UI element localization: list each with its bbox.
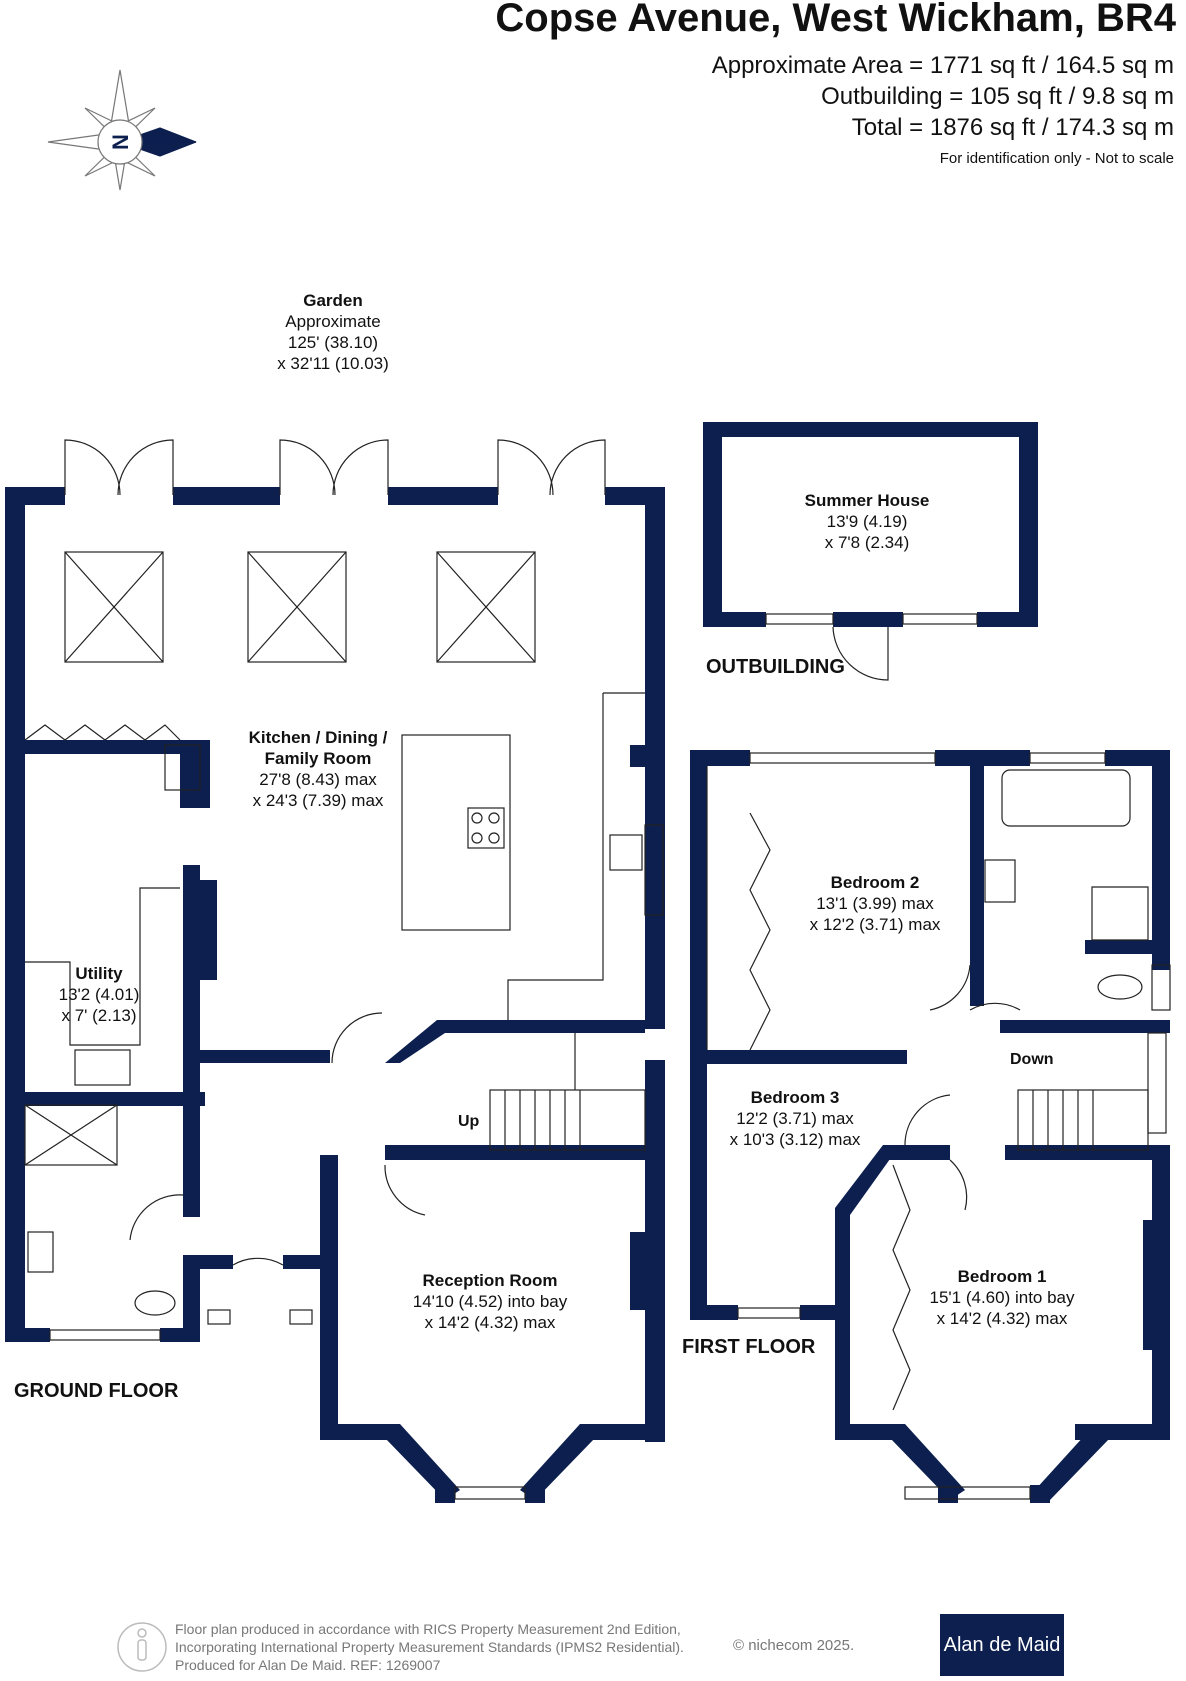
summer-house-dim1: 13'9 (4.19) <box>826 512 908 531</box>
kitchen-label: Kitchen / Dining / Family Room 27'8 (8.4… <box>249 727 388 811</box>
bedroom3-dim1: 12'2 (3.71) max <box>736 1109 854 1128</box>
page-title: Copse Avenue, West Wickham, BR4 <box>495 0 1176 40</box>
footer-line2: Incorporating International Property Mea… <box>175 1639 684 1655</box>
kitchen-name2: Family Room <box>264 749 372 768</box>
walls <box>5 422 1170 1503</box>
outbuilding-label: OUTBUILDING <box>706 656 845 678</box>
approximate-area: Approximate Area = 1771 sq ft / 164.5 sq… <box>711 52 1174 79</box>
garden-name: Garden <box>303 291 363 310</box>
bedroom1-name: Bedroom 1 <box>957 1267 1047 1286</box>
copyright: © nichecom 2025. <box>733 1637 855 1654</box>
bedroom1-label: Bedroom 1 15'1 (4.60) into bay x 14'2 (4… <box>929 1266 1074 1329</box>
utility-name: Utility <box>75 964 123 983</box>
compass-north-letter: N <box>108 134 133 150</box>
ground-floor-label: GROUND FLOOR <box>14 1380 179 1402</box>
bedroom2-dim2: x 12'2 (3.71) max <box>809 915 941 934</box>
bedroom3-dim2: x 10'3 (3.12) max <box>729 1130 861 1149</box>
kitchen-name1: Kitchen / Dining / <box>248 728 388 747</box>
bedroom3-name: Bedroom 3 <box>750 1088 840 1107</box>
first-floor-label: FIRST FLOOR <box>682 1336 816 1358</box>
garden-label: Garden Approximate 125' (38.10) x 32'11 … <box>277 290 389 374</box>
brand-logo: Alan de Maid <box>940 1614 1064 1676</box>
summer-house-label: Summer House 13'9 (4.19) x 7'8 (2.34) <box>805 490 930 553</box>
scale-disclaimer: For identification only - Not to scale <box>939 150 1174 167</box>
kitchen-dim2: x 24'3 (7.39) max <box>252 791 384 810</box>
utility-dim1: 13'2 (4.01) <box>58 985 140 1004</box>
compass-icon <box>47 69 197 191</box>
bedroom2-label: Bedroom 2 13'1 (3.99) max x 12'2 (3.71) … <box>810 872 941 935</box>
footer-line1: Floor plan produced in accordance with R… <box>175 1621 681 1637</box>
reception-label: Reception Room 14'10 (4.52) into bay x 1… <box>413 1270 567 1333</box>
bedroom2-name: Bedroom 2 <box>830 873 920 892</box>
reception-dim1: 14'10 (4.52) into bay <box>412 1292 568 1311</box>
stairs-down-label: Down <box>1010 1051 1054 1068</box>
footer-line3: Produced for Alan De Maid. REF: 1269007 <box>175 1657 441 1673</box>
reception-dim2: x 14'2 (4.32) max <box>424 1313 556 1332</box>
garden-line3: x 32'11 (10.03) <box>277 354 389 373</box>
garden-line2: 125' (38.10) <box>287 333 379 352</box>
reception-name: Reception Room <box>422 1271 558 1290</box>
stairs-up-label: Up <box>458 1113 480 1130</box>
bedroom1-dim2: x 14'2 (4.32) max <box>936 1309 1068 1328</box>
utility-label: Utility 13'2 (4.01) x 7' (2.13) <box>59 963 140 1026</box>
total-area: Total = 1876 sq ft / 174.3 sq m <box>851 114 1174 141</box>
summer-house-dim2: x 7'8 (2.34) <box>824 533 910 552</box>
bedroom1-dim1: 15'1 (4.60) into bay <box>929 1288 1075 1307</box>
kitchen-dim1: 27'8 (8.43) max <box>259 770 377 789</box>
garden-line1: Approximate <box>285 312 381 331</box>
bedroom3-label: Bedroom 3 12'2 (3.71) max x 10'3 (3.12) … <box>730 1087 861 1150</box>
utility-dim2: x 7' (2.13) <box>61 1006 137 1025</box>
footer-note: Floor plan produced in accordance with R… <box>175 1620 684 1674</box>
fixtures <box>24 439 1171 1500</box>
bedroom2-dim1: 13'1 (3.99) max <box>816 894 934 913</box>
outbuilding-area: Outbuilding = 105 sq ft / 9.8 sq m <box>821 83 1174 110</box>
summer-house-name: Summer House <box>804 491 930 510</box>
